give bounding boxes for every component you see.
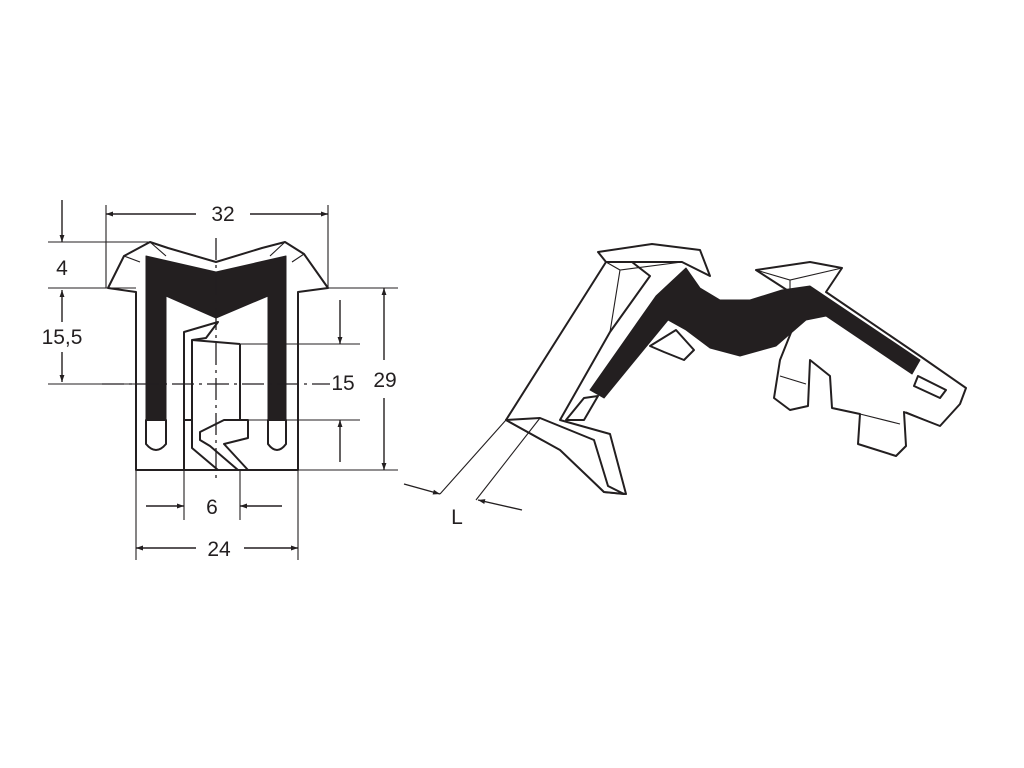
dim-width-top: 32 — [211, 203, 234, 226]
iso-clamp-fin — [649, 329, 695, 361]
dim-upper-height: 15,5 — [42, 326, 83, 349]
dim-width-bottom: 24 — [207, 538, 231, 561]
inner-clamp-channel — [183, 339, 241, 471]
dim-lip-height: 4 — [56, 257, 68, 280]
iso-right-foot-edges — [779, 375, 941, 427]
iso-ext-length-left — [439, 419, 507, 495]
inner-clamp-lower — [199, 419, 249, 471]
profile-cross-section: 32 4 15,5 15 29 6 24 — [42, 200, 398, 561]
iso-left-cap-edge — [605, 261, 683, 333]
dim-total-height: 29 — [373, 369, 396, 392]
dim-length: L — [451, 506, 463, 529]
iso-front-face — [505, 417, 625, 495]
iso-insert-channel-left — [565, 395, 599, 421]
iso-insert-channel-right — [913, 375, 947, 399]
iso-rubber-insert — [589, 267, 921, 399]
profile-isometric-view: L — [403, 243, 967, 529]
iso-ext-length-right — [475, 417, 541, 501]
iso-left-top-cap — [597, 243, 711, 277]
right-lip-edge — [269, 241, 305, 263]
dim-slot-height: 15 — [331, 372, 354, 395]
iso-dim-line-length-left — [403, 483, 441, 495]
left-insert-tip — [145, 419, 167, 451]
dim-slot-width: 6 — [206, 496, 218, 519]
right-insert-tip — [267, 419, 287, 451]
iso-dim-line-length-right — [477, 499, 523, 511]
left-lip-edge — [123, 241, 167, 263]
